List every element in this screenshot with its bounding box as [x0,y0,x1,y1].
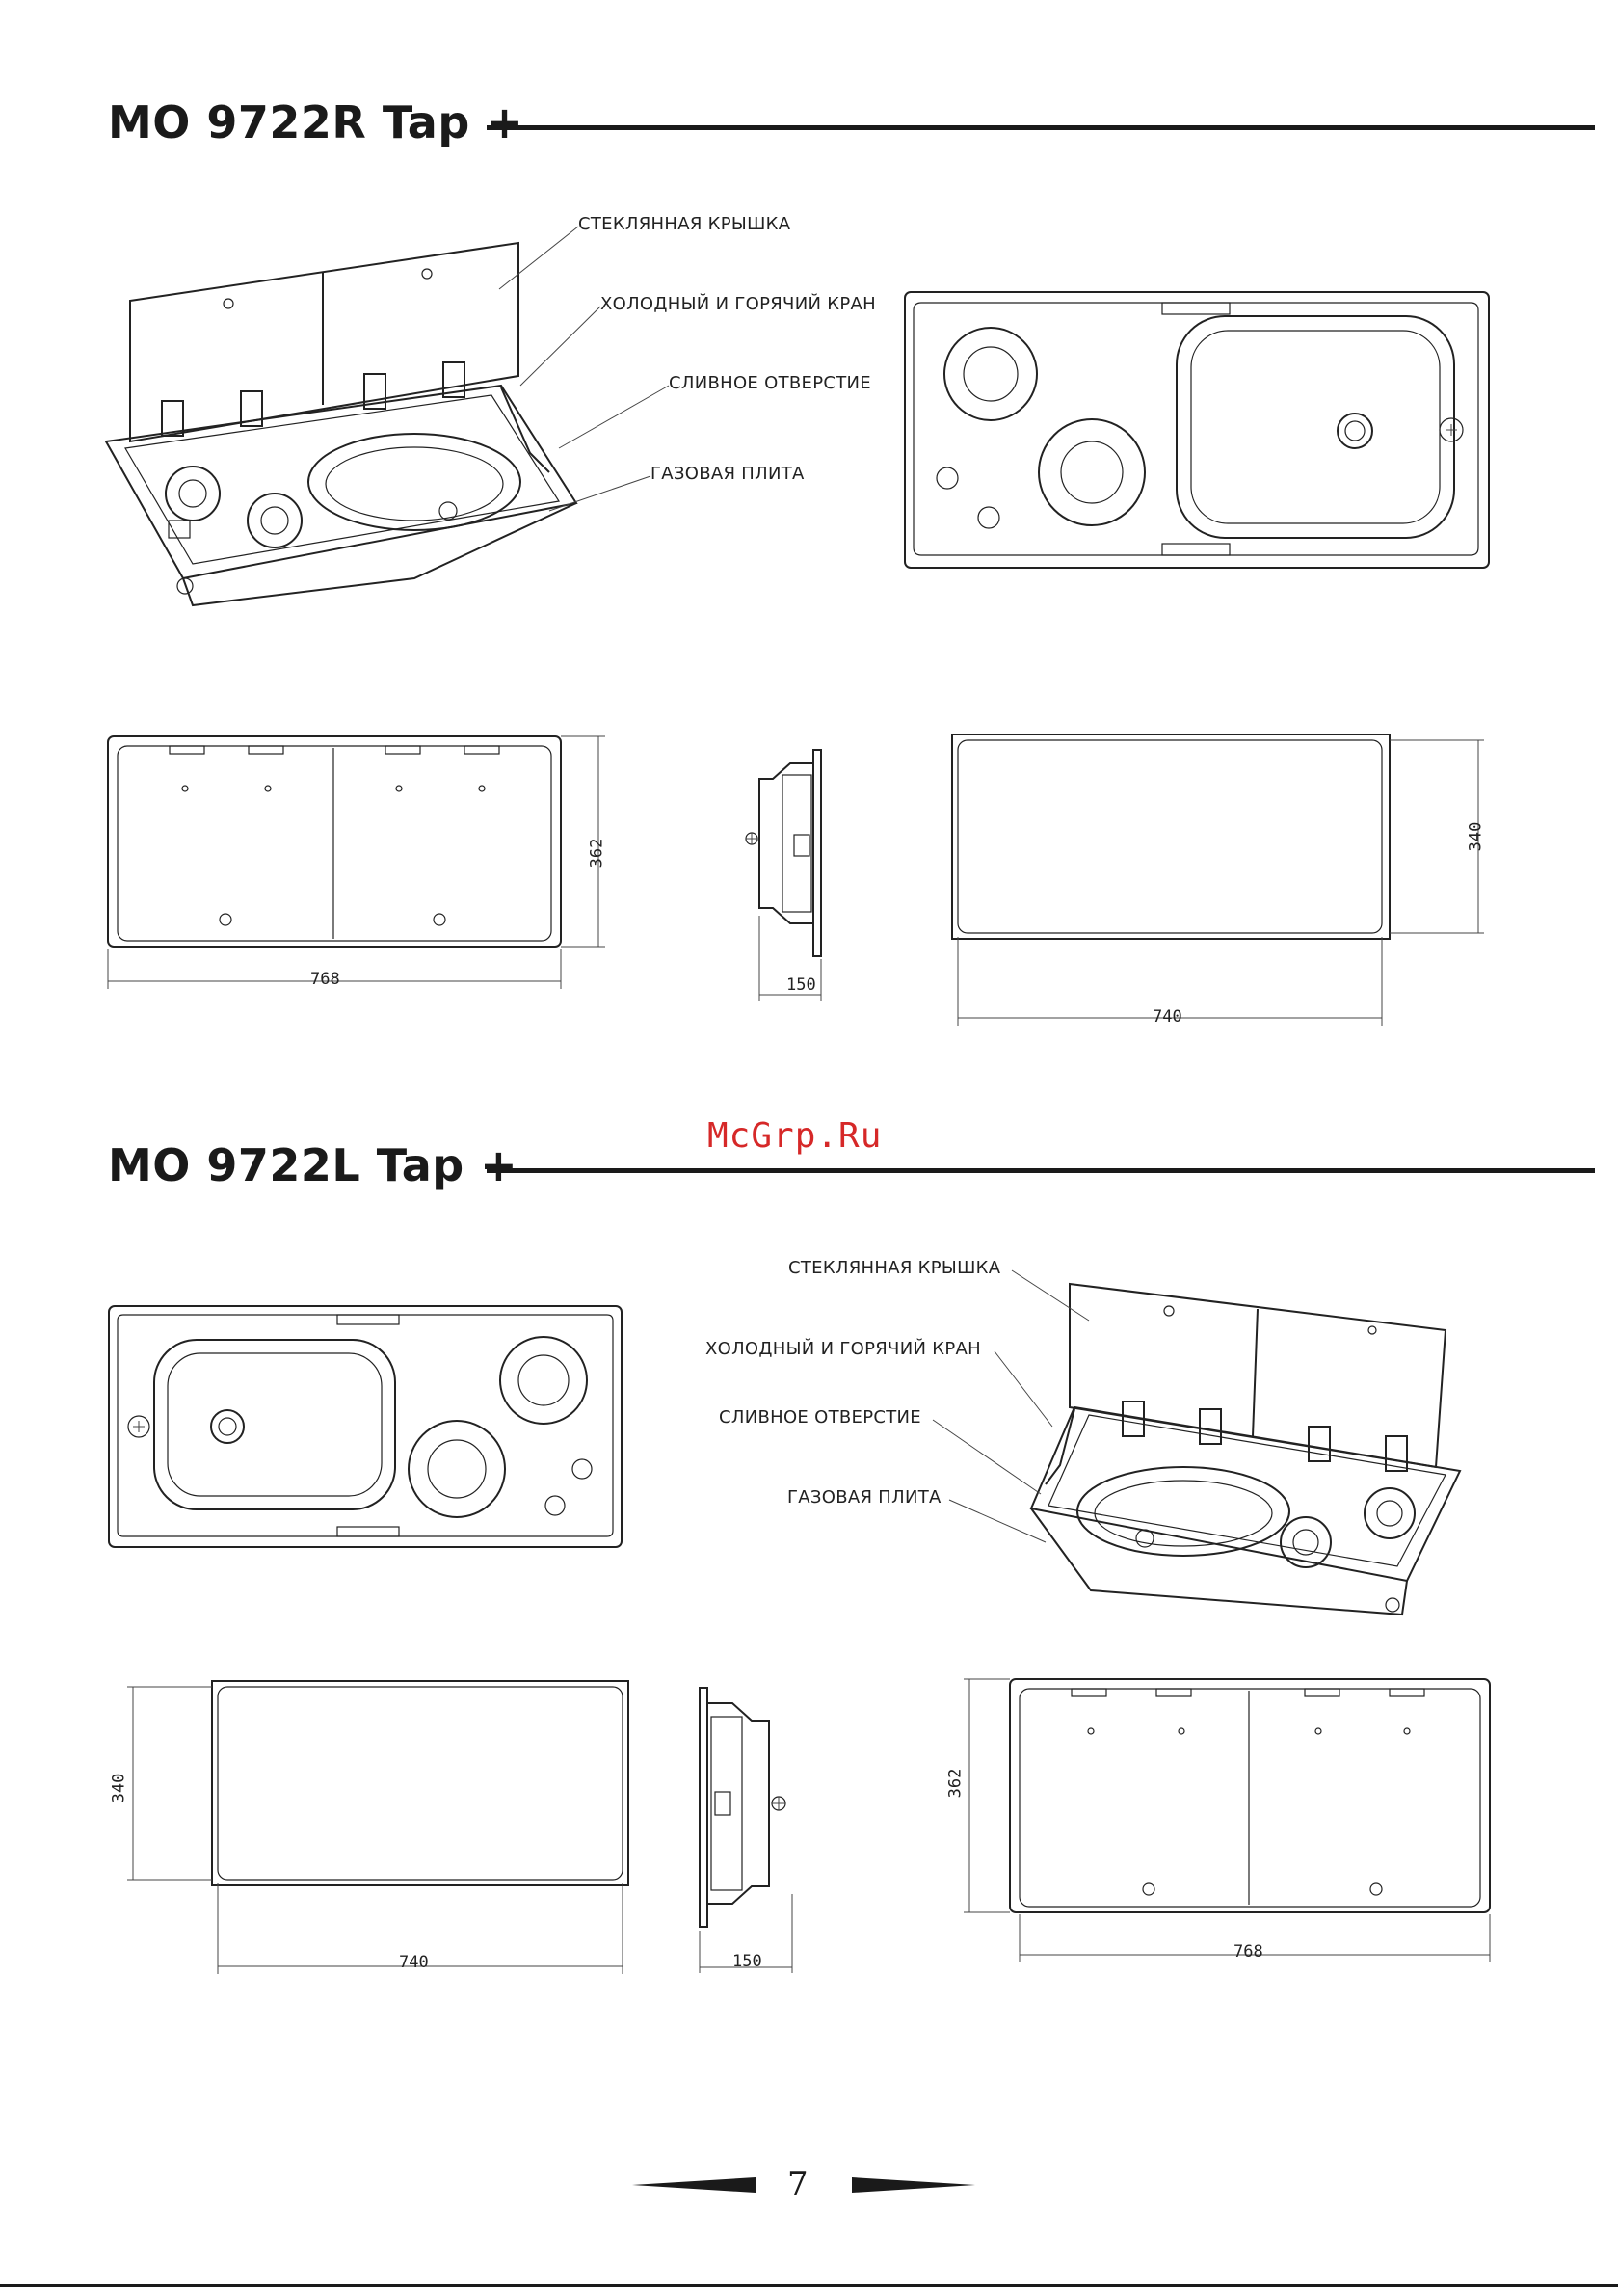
page-bottom-line [0,2284,1618,2287]
dim-height-l: 362 [945,1769,965,1799]
dim-cutout-width-l: 740 [399,1953,429,1972]
dim-width-l: 768 [1233,1942,1263,1962]
front-view-l [954,1675,1494,1964]
side-view-l [692,1682,827,1977]
dim-depth-l: 150 [732,1952,762,1971]
dim-cutout-height-l: 340 [109,1774,128,1803]
cutout-view-l [121,1677,632,1978]
page-number: 7 [787,2165,809,2203]
